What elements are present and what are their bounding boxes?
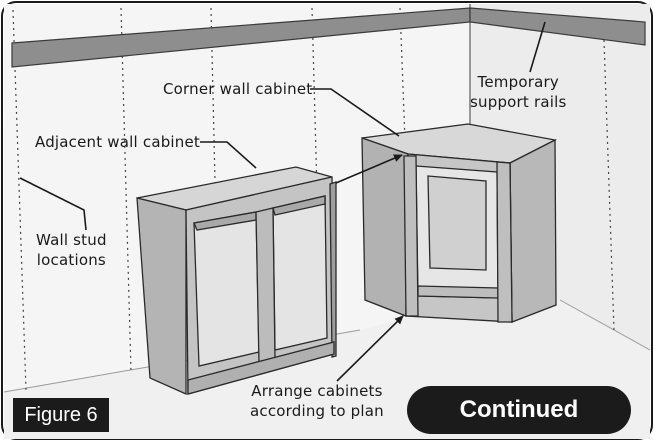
leader-corner [310, 88, 400, 137]
support-rails-label: Temporary support rails [470, 73, 567, 111]
wall-stud-label: Wall stud locations [36, 231, 107, 269]
corner-wall-cabinet [361, 123, 558, 323]
stud-line [210, 7, 220, 357]
leader-adjacent [200, 141, 257, 169]
leader-stud [19, 177, 87, 231]
corner-cabinet-label: Corner wall cabinet [163, 80, 313, 98]
leader-lines [19, 21, 546, 382]
adjacent-cabinet-label: Adjacent wall cabinet [35, 133, 201, 151]
floor-edge-right [559, 299, 651, 351]
stud-line [399, 7, 406, 141]
arrow-to-corner [335, 154, 403, 184]
stud-lines [12, 7, 615, 391]
stud-line [603, 39, 615, 331]
support-rail-right [469, 7, 646, 46]
figure-number-badge: Figure 6 [13, 398, 109, 432]
stud-line [120, 7, 132, 373]
stud-line [311, 7, 322, 339]
arrow-arrange [336, 315, 404, 382]
leader-temporary [529, 21, 546, 73]
arrange-label: Arrange cabinets according to plan [250, 382, 384, 420]
continued-badge: Continued [407, 386, 631, 434]
adjacent-wall-cabinet [136, 166, 337, 396]
